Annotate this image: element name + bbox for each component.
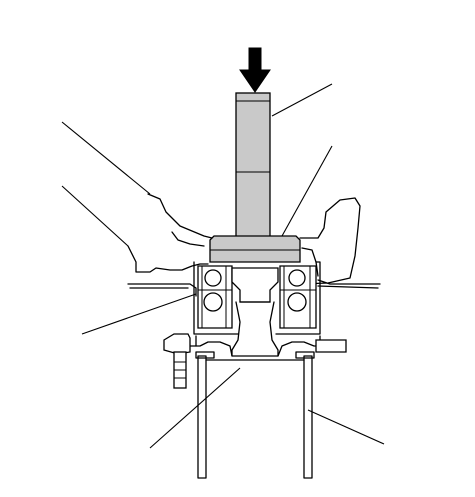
hub-flange xyxy=(187,335,331,357)
knuckle-arm-right xyxy=(317,279,381,289)
knuckle-lower-left xyxy=(127,245,209,273)
support-tube xyxy=(195,351,315,479)
knuckle-inner-right xyxy=(301,247,319,277)
hub-body xyxy=(231,267,279,357)
press-direction-arrow-icon xyxy=(239,47,271,93)
leader-driver-collar xyxy=(281,145,333,237)
leader-knuckle-lower xyxy=(61,185,129,247)
knuckle-upper-left xyxy=(147,193,213,239)
leader-wheel-bearing xyxy=(81,293,197,335)
driver-shaft xyxy=(235,92,271,239)
leader-driver-shaft xyxy=(271,83,333,117)
leader-support-tube xyxy=(307,409,385,445)
leader-hub-flange xyxy=(149,367,241,449)
flange-end-right xyxy=(315,339,347,353)
leader-lines xyxy=(61,83,385,449)
knuckle-arm-left xyxy=(127,283,197,297)
wheel-stud xyxy=(163,333,191,389)
knuckle-upper-right xyxy=(299,197,361,285)
driver-collar xyxy=(209,235,301,263)
leader-knuckle-upper xyxy=(61,121,151,195)
wheel-bearing xyxy=(193,261,321,335)
knuckle-boss-left xyxy=(171,231,205,247)
